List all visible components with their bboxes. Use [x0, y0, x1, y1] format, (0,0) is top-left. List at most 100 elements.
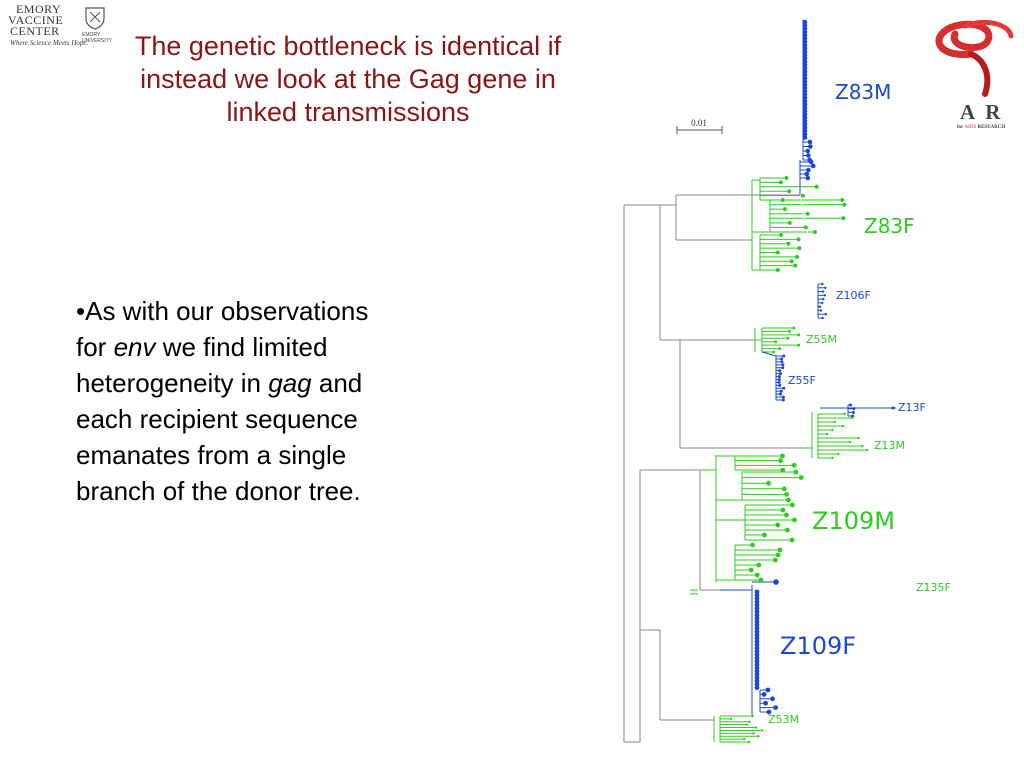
tree-tip — [775, 522, 781, 528]
tree-tip — [806, 167, 811, 173]
tree-tip — [785, 497, 791, 503]
tree-tip — [807, 139, 813, 145]
tree-tip — [865, 448, 869, 452]
cluster-label-z13f: Z13F — [898, 401, 926, 414]
tree-tip — [819, 309, 823, 312]
tree-tip — [805, 211, 810, 216]
tree-tip — [781, 398, 785, 402]
tree-tip — [747, 740, 751, 744]
tree-tip — [802, 128, 808, 134]
tree-tip — [802, 135, 808, 140]
tree-tip — [754, 665, 760, 671]
tree-tip — [831, 456, 834, 460]
tree-tip — [802, 23, 808, 28]
tree-tip — [802, 19, 808, 25]
tree-tip — [748, 567, 754, 573]
university-mark-text: EMORY — [82, 32, 101, 38]
tree-tip — [780, 453, 785, 459]
tree-tip — [779, 233, 784, 237]
tree-tip — [754, 685, 760, 691]
tree-tip — [851, 410, 855, 414]
tree-tip — [822, 297, 825, 301]
tree-tip — [754, 652, 760, 658]
logo-tagline: Where Science Meets Hope. — [10, 39, 89, 47]
tree-tip — [754, 625, 760, 631]
tree-tip — [756, 562, 762, 568]
tree-tip — [823, 294, 827, 297]
tree-tip — [802, 89, 808, 94]
tree-tip — [754, 629, 760, 634]
tree-tip — [779, 389, 783, 393]
tree-tip — [754, 662, 760, 667]
tree-tip — [794, 254, 799, 259]
tree-tip — [754, 609, 760, 615]
tree-tip — [754, 678, 760, 684]
tree-tip — [781, 395, 785, 399]
tree-tip — [778, 369, 782, 373]
tree-tip — [754, 622, 760, 628]
tree-tip — [802, 75, 808, 81]
car-sub-research: RESEARCH — [976, 125, 1006, 130]
tree-tip — [750, 542, 755, 548]
emory-university-mark: EMORY UNIVERSITY — [82, 32, 112, 44]
tree-branches — [623, 20, 896, 743]
tree-tip — [780, 198, 785, 202]
tree-tip — [775, 268, 780, 272]
tree-tip — [754, 616, 760, 621]
tree-tip — [802, 115, 808, 120]
tree-tip — [787, 220, 792, 225]
cluster-label-z55f: Z55F — [788, 374, 816, 387]
tree-tip — [782, 386, 786, 390]
tree-tip — [754, 668, 760, 674]
cluster-label-z53m: Z53M — [768, 713, 799, 726]
tree-tip — [729, 717, 733, 721]
tree-tip — [778, 383, 782, 387]
tree-tip — [843, 412, 846, 416]
tree-tip — [780, 357, 784, 361]
tree-tip — [754, 602, 760, 608]
tree-tip — [802, 98, 808, 104]
tree-tip — [850, 416, 854, 420]
tree-tip — [841, 424, 845, 428]
tree-tip — [802, 131, 808, 137]
tree-tip — [802, 105, 808, 111]
tree-tip — [781, 363, 785, 367]
tree-tip — [802, 59, 808, 64]
emory-shield-icon — [85, 7, 105, 30]
tree-tip — [754, 672, 760, 677]
tree-tip — [766, 480, 771, 486]
tree-tip — [842, 202, 847, 207]
tree-tip — [782, 354, 786, 358]
tree-tip — [743, 737, 746, 741]
tree-tips — [729, 19, 895, 744]
tree-tip — [831, 428, 834, 432]
logo-text-line2: VACCINE — [8, 13, 64, 27]
tree-tip — [852, 407, 856, 411]
tree-tip — [774, 340, 778, 344]
tree-tip — [754, 632, 760, 638]
scale-bar: 0.01 — [676, 118, 723, 134]
tree-tip — [754, 592, 760, 598]
tree-tip — [800, 193, 805, 198]
tree-tip — [778, 347, 782, 351]
tree-tip — [802, 79, 808, 84]
tree-tip — [786, 336, 790, 340]
tree-tip — [754, 589, 760, 595]
tree-tip — [802, 108, 808, 114]
slide-title: The genetic bottleneck is identical if i… — [134, 31, 562, 127]
tree-tip — [781, 366, 785, 370]
tree-tip — [804, 171, 810, 177]
tree-tip — [802, 26, 808, 31]
tree-tip — [791, 462, 797, 468]
tree-tip — [780, 360, 784, 364]
tree-tip — [789, 259, 794, 264]
tree-tip — [760, 729, 764, 732]
tree-tip — [775, 250, 780, 255]
tree-tip — [861, 444, 864, 448]
tree-tip — [802, 56, 808, 61]
tree-tip — [785, 527, 790, 533]
logo-text-line3: CENTER — [10, 24, 60, 38]
bullet-text: •As with our observations for env we fin… — [76, 293, 396, 509]
tree-tip — [792, 326, 796, 330]
tree-tip — [779, 372, 783, 376]
